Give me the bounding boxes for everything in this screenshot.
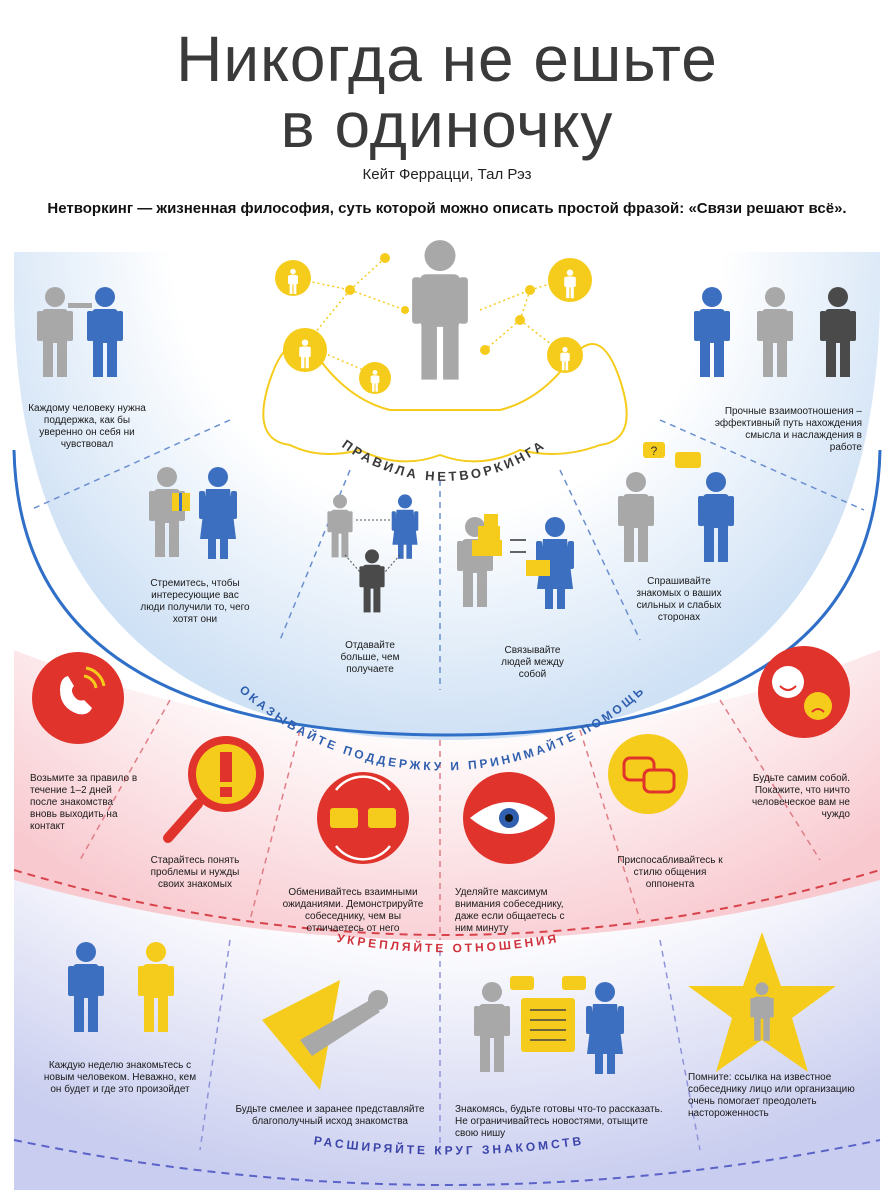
support-people-icon xyxy=(37,287,123,377)
give-more-icon xyxy=(327,494,419,613)
eye-icon xyxy=(463,772,555,864)
caption-ask: Спрашивайте знакомых о ваших сильных и с… xyxy=(636,576,722,623)
superhero-icon xyxy=(262,980,388,1090)
caption-be-bold: Будьте смелее и заранее представляйте бл… xyxy=(235,1104,425,1127)
emotions-icon xyxy=(758,646,850,738)
caption-expectations: Обменивайтесь взаимными ожиданиями. Демо… xyxy=(282,887,424,934)
svg-text:?: ? xyxy=(651,444,658,458)
caption-connect: Связывайте людей между собой xyxy=(501,645,564,680)
band-red-bg xyxy=(14,650,880,940)
arc-violet xyxy=(13,1139,881,1186)
arc-blue xyxy=(12,449,882,737)
gift-people-icon xyxy=(149,467,237,559)
caption-support: Каждому человеку нужна поддержка, как бы… xyxy=(28,403,146,450)
star-icon xyxy=(688,932,836,1072)
authors: Кейт Феррацци, Тал Рэз xyxy=(362,166,532,183)
magnifier-icon xyxy=(163,736,264,843)
arc-red xyxy=(13,869,881,936)
network-cloud xyxy=(262,343,628,463)
caption-goals: Стремитесь, чтобы интересующие вас люди … xyxy=(140,578,250,625)
speech-bubble-icon xyxy=(675,452,701,468)
caption-relationships: Прочные взаимоотношения – эффективный пу… xyxy=(714,406,862,453)
storytelling-icon xyxy=(474,976,624,1074)
connect-people-icon xyxy=(457,514,574,609)
caption-attention: Уделяйте максимум внимания собеседнику, … xyxy=(455,887,565,934)
exchange-icon xyxy=(317,772,409,864)
caption-reference: Помните: ссылка на известное собеседнику… xyxy=(688,1072,855,1119)
caption-needs: Старайтесь понять проблемы и нужды своих… xyxy=(150,855,240,890)
separators xyxy=(29,419,865,1151)
box-icon xyxy=(472,540,502,556)
caption-style: Приспосабливайтесь к стилю общения оппон… xyxy=(617,855,723,890)
document-icon xyxy=(521,998,575,1052)
phone-icon xyxy=(32,652,124,744)
title-line-1: Никогда не ешьте xyxy=(176,23,718,95)
caption-new-person: Каждую неделю знакомьтесь с новым челове… xyxy=(43,1060,197,1095)
ask-people-icon: ? xyxy=(618,442,734,562)
chat-icon xyxy=(608,734,688,814)
title-line-2: в одиночку xyxy=(280,89,614,161)
question-bubble-icon xyxy=(643,442,665,458)
caption-story: Знакомясь, будьте готовы что-то рассказа… xyxy=(455,1104,663,1139)
caption-be-yourself: Будьте самим собой. Покажите, что ничто … xyxy=(751,773,850,820)
lead-text: Нетворкинг — жизненная философия, суть к… xyxy=(47,200,847,217)
caption-give-more: Отдавайте больше, чем получаете xyxy=(340,640,400,675)
caption-follow-up: Возьмите за правило в течение 1–2 дней п… xyxy=(30,773,138,832)
network-diagram xyxy=(262,240,628,463)
